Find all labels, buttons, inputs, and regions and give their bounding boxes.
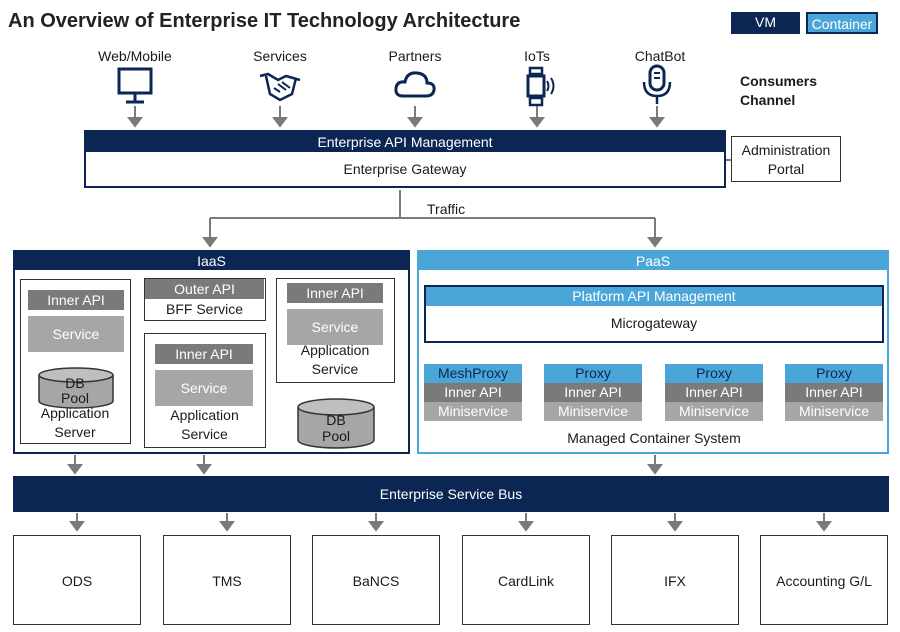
container-inner-api: Inner API [424, 383, 522, 402]
app-service-right-name-line2: Service [311, 361, 359, 377]
consumers-channel-line1: Consumers [740, 73, 818, 89]
app-server-name-line2: Server [54, 424, 96, 440]
app-service-mid-name-line2: Service [181, 426, 228, 442]
container-proxy-label: Proxy [785, 364, 883, 383]
system-bancs: BaNCS [312, 535, 440, 625]
container-proxy-label: Proxy [665, 364, 763, 383]
consumer-label-partners: Partners [388, 48, 442, 64]
platform-api-block: Platform API Management Microgateway [424, 285, 884, 343]
container-miniservice: Miniservice [424, 402, 522, 421]
consumer-label-iots: IoTs [524, 48, 550, 64]
system-ods: ODS [13, 535, 141, 625]
db-pool-cylinder [297, 398, 375, 449]
app-server-inner-api: Inner API [28, 290, 124, 310]
enterprise-gateway-block: Enterprise API Management Enterprise Gat… [84, 130, 726, 188]
app-server-service: Service [28, 316, 124, 352]
container-inner-api: Inner API [544, 383, 642, 402]
container-proxy-label: Proxy [544, 364, 642, 383]
paas-header: PaaS [419, 252, 887, 270]
app-service-right-name-line1: Application [300, 342, 370, 358]
application-server-box: Inner API Service DB Pool Application Se… [20, 279, 131, 444]
enterprise-service-bus: Enterprise Service Bus [13, 476, 889, 512]
system-ifx: IFX [611, 535, 739, 625]
managed-container-system: Managed Container System [567, 430, 741, 446]
app-service-mid-name: Application Service [145, 406, 264, 444]
cloud-icon [394, 71, 436, 98]
enterprise-api-management: Enterprise API Management [86, 132, 724, 152]
container-proxy-label: MeshProxy [424, 364, 522, 383]
app-server-db-cylinder [38, 367, 114, 409]
system-accounting-gl: Accounting G/L [760, 535, 888, 625]
db-pool-line2: Pool [321, 428, 351, 444]
enterprise-gateway: Enterprise Gateway [343, 161, 467, 177]
consumer-label-web-mobile: Web/Mobile [98, 48, 172, 64]
consumer-label-chatbot: ChatBot [634, 48, 686, 64]
container-miniservice: Miniservice [544, 402, 642, 421]
system-cardlink: CardLink [462, 535, 590, 625]
iaas-header: IaaS [15, 252, 408, 270]
page-title: An Overview of Enterprise IT Technology … [8, 10, 521, 32]
smartwatch-icon [526, 66, 555, 107]
application-service-mid-box: Inner API Service Application Service [144, 333, 266, 448]
paas-block: PaaS [417, 250, 889, 454]
app-server-name: Application Server [21, 404, 129, 442]
container-proxy-3: Proxy Inner API Miniservice [665, 364, 763, 421]
admin-line2: Portal [767, 161, 805, 177]
legend-container: Container [806, 12, 878, 34]
container-inner-api: Inner API [665, 383, 763, 402]
app-service-right-name: Application Service [277, 341, 393, 379]
admin-line1: Administration [741, 142, 831, 158]
app-service-right-inner-api: Inner API [287, 283, 383, 303]
microgateway: Microgateway [610, 315, 698, 331]
container-proxy-4: Proxy Inner API Miniservice [785, 364, 883, 421]
consumer-label-services: Services [253, 48, 307, 64]
container-meshproxy: MeshProxy Inner API Miniservice [424, 364, 522, 421]
app-server-db-line1: DB [65, 375, 85, 391]
container-miniservice: Miniservice [665, 402, 763, 421]
db-pool-line1: DB [326, 412, 346, 428]
administration-portal: Administration Portal [731, 136, 841, 182]
app-service-right-service: Service [287, 309, 383, 345]
consumers-channel-label: Consumers Channel [740, 72, 817, 110]
traffic-label: Traffic [427, 201, 466, 217]
app-server-name-line1: Application [40, 405, 110, 421]
container-inner-api: Inner API [785, 383, 883, 402]
container-miniservice: Miniservice [785, 402, 883, 421]
app-service-mid-name-line1: Application [170, 407, 239, 423]
container-proxy-2: Proxy Inner API Miniservice [544, 364, 642, 421]
consumers-channel-line2: Channel [740, 92, 796, 108]
system-tms: TMS [163, 535, 291, 625]
app-server-db-pool: DB Pool [21, 376, 129, 406]
legend-vm: VM [731, 12, 800, 34]
db-pool-label: DB Pool [296, 412, 376, 444]
app-service-mid-inner-api: Inner API [155, 344, 253, 364]
app-service-mid-service: Service [155, 370, 253, 406]
app-server-db-line2: Pool [60, 390, 90, 406]
bff-outer-api: Outer API [145, 279, 264, 299]
microphone-icon [642, 64, 672, 104]
application-service-right-box: Inner API Service Application Service [276, 278, 395, 383]
bff-service-box: Outer API BFF Service [144, 278, 266, 321]
handshake-icon [259, 72, 301, 102]
monitor-icon [117, 67, 153, 104]
bff-service-name: BFF Service [165, 301, 243, 317]
platform-api-management: Platform API Management [426, 287, 882, 306]
